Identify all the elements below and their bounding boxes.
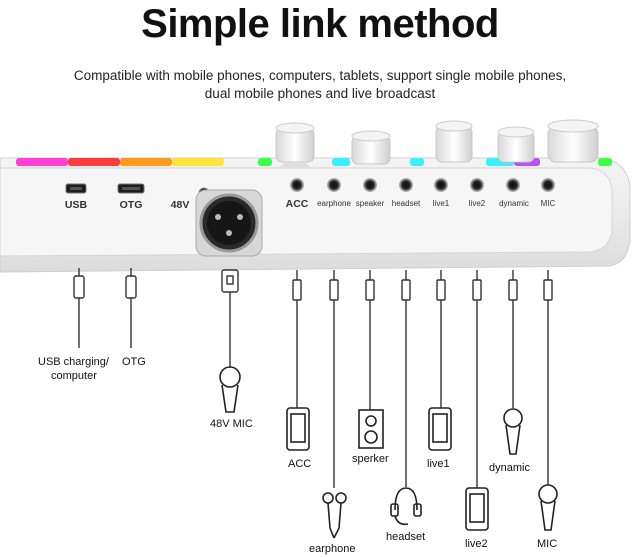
port-label-live1: live1 — [432, 199, 450, 208]
jack-mic — [541, 178, 555, 192]
earphone-icon — [322, 492, 347, 539]
device-label-48v-mic: 48V MIC — [210, 418, 253, 430]
jack-live2 — [470, 178, 484, 192]
led-dot-green — [258, 158, 272, 166]
device-label-dynamic: dynamic — [489, 462, 530, 474]
sound-card-body — [0, 157, 631, 273]
knob-1 — [275, 122, 315, 168]
device-label-earphone: earphone — [309, 543, 356, 555]
phone-icon-acc — [286, 407, 310, 451]
port-label-earphone: earphone — [317, 199, 351, 208]
led-dot-green-2 — [598, 158, 612, 166]
device-label-usb-1: USB charging/ — [38, 356, 109, 368]
led-bar-yellow — [172, 158, 224, 166]
otg-port[interactable] — [117, 183, 145, 194]
led-dot-cyan-2 — [410, 158, 424, 166]
led-dot-cyan-1 — [332, 158, 350, 166]
xlr-port[interactable] — [195, 189, 263, 257]
port-label-usb: USB — [64, 199, 88, 211]
page-title: Simple link method — [141, 2, 499, 46]
usb-port[interactable] — [65, 183, 87, 194]
led-bar-red — [68, 158, 120, 166]
jack-dynamic — [506, 178, 520, 192]
port-label-speaker: speaker — [355, 199, 385, 208]
device-label-headset: headset — [386, 531, 426, 543]
dynamic-mic-icon — [503, 408, 523, 455]
phone-icon-live2 — [465, 487, 489, 531]
jack-speaker — [363, 178, 377, 192]
device-label-usb-2: computer — [51, 370, 97, 382]
led-bar-orange — [120, 158, 172, 166]
audio-jacks[interactable] — [290, 178, 555, 192]
knob-5 — [547, 119, 599, 163]
speaker-icon — [358, 409, 384, 449]
condenser-mic-icon — [219, 366, 241, 413]
knob-4 — [497, 126, 535, 163]
volume-knobs[interactable] — [275, 119, 599, 168]
port-label-otg: OTG — [119, 199, 143, 211]
jack-acc — [290, 178, 304, 192]
jack-earphone — [327, 178, 341, 192]
headset-icon — [390, 487, 422, 526]
led-bar-magenta — [16, 158, 68, 166]
mic-icon — [538, 484, 558, 531]
port-label-48v: 48V — [170, 199, 190, 211]
port-label-acc: ACC — [285, 198, 309, 210]
phone-icon-live1 — [428, 407, 452, 451]
port-label-live2: live2 — [468, 199, 486, 208]
device-label-speaker: sperker — [352, 453, 389, 465]
device-label-live1: live1 — [427, 458, 450, 470]
device-label-acc: ACC — [288, 458, 312, 470]
device-label-mic: MIC — [537, 538, 558, 550]
device-label-otg: OTG — [122, 356, 146, 368]
jack-headset — [399, 178, 413, 192]
port-label-headset: headset — [391, 199, 421, 208]
page-subtitle: Compatible with mobile phones, computers… — [73, 68, 567, 101]
jack-live1 — [434, 178, 448, 192]
cables — [73, 268, 553, 488]
knob-2 — [351, 130, 391, 165]
port-label-dynamic: dynamic — [499, 199, 529, 208]
device-label-live2: live2 — [465, 538, 488, 550]
knob-3 — [435, 120, 473, 163]
port-label-mic: MIC — [540, 199, 556, 208]
